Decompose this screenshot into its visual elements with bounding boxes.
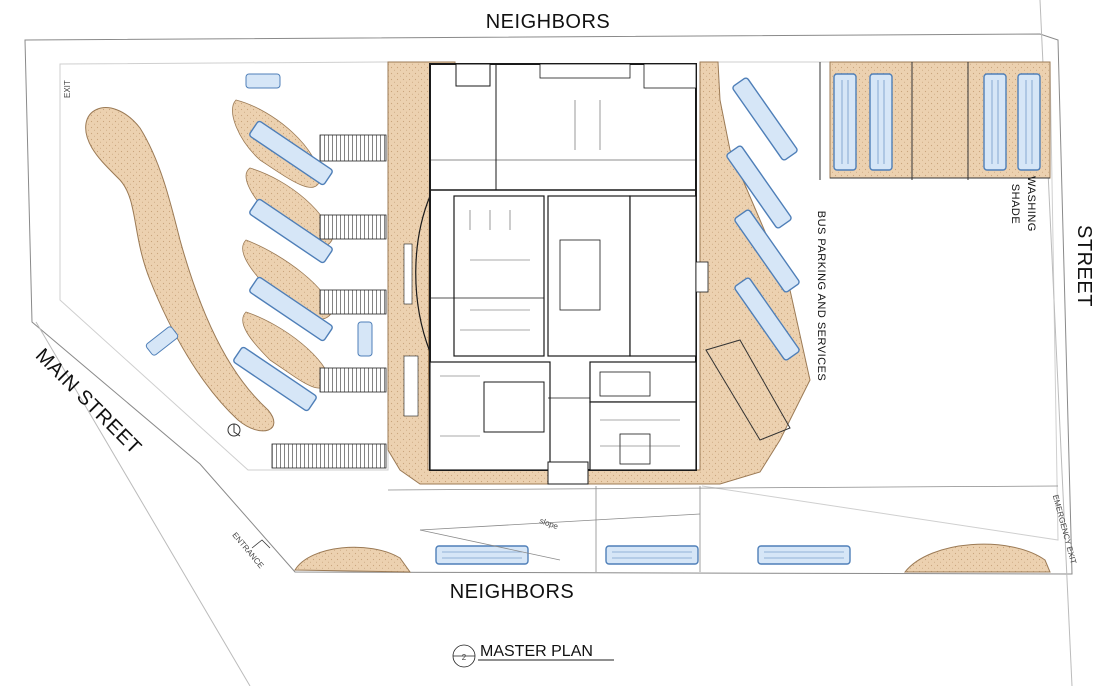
drawing-title: 2 MASTER PLAN <box>452 643 614 668</box>
buses <box>233 73 1041 565</box>
bus-window-lines <box>442 80 1033 559</box>
bus-right-4 <box>734 277 800 361</box>
bus-parking-label: BUS PARKING AND SERVICES <box>815 211 827 382</box>
bus-bottom-2 <box>605 545 699 565</box>
main-building <box>403 63 709 485</box>
bus-top-2 <box>869 73 893 171</box>
road-markings <box>251 485 1059 572</box>
accessible-parking-icon <box>227 423 241 437</box>
cars <box>145 73 373 357</box>
landscape-bottom-left <box>294 546 411 573</box>
bus-bottom-3 <box>757 545 851 565</box>
car-middle <box>357 321 373 357</box>
master-plan-title: MASTER PLAN <box>480 643 593 660</box>
neighbors-bottom-label: NEIGHBORS <box>450 581 575 603</box>
bus-right-2 <box>726 145 792 229</box>
title-number: 2 <box>462 653 467 662</box>
car-left <box>145 326 179 356</box>
bus-left-3 <box>249 276 333 342</box>
slope-label: slope <box>538 516 560 531</box>
bus-left-4 <box>233 346 317 412</box>
bus-right-1 <box>732 77 798 161</box>
bus-left-2 <box>249 198 333 264</box>
car-top <box>245 73 281 89</box>
emergency-exit-label: EMERGENCY EXIT <box>1051 494 1078 565</box>
bus-wash-2 <box>1017 73 1041 171</box>
washing-label: WASHING <box>1025 176 1037 232</box>
bus-top-1 <box>833 73 857 171</box>
bus-parking-strips <box>705 62 1050 441</box>
bus-right-3 <box>734 209 800 293</box>
landscape-swoosh-left <box>85 107 275 432</box>
exit-left-label: EXIT <box>63 80 72 98</box>
landscape-right-block <box>829 61 1051 179</box>
bus-wash-1 <box>983 73 1007 171</box>
landscape-bottom-right <box>903 543 1051 573</box>
bus-bottom-1 <box>435 545 529 565</box>
interior-details <box>440 100 680 447</box>
street-right-label: STREET <box>1073 225 1095 307</box>
hatched-parking-strips <box>271 134 387 469</box>
entrance-label: ENTRANCE <box>230 531 265 571</box>
bus-left-1 <box>249 120 333 186</box>
neighbors-top-label: NEIGHBORS <box>486 11 611 33</box>
shade-label: SHADE <box>1009 184 1021 224</box>
